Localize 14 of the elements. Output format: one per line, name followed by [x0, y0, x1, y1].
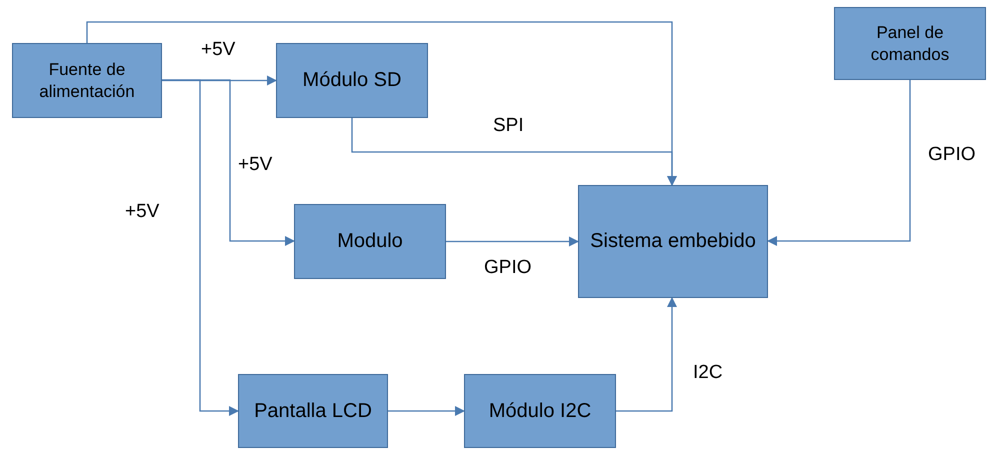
process-box: Módulo I2C [464, 374, 616, 448]
connector-arrow [388, 406, 465, 416]
process-box: Panel de comandos [834, 7, 986, 80]
process-box: Modulo [294, 204, 446, 279]
process-box: Pantalla LCD [238, 374, 388, 448]
connector-arrow [446, 236, 579, 246]
connector-arrow [162, 76, 277, 86]
connector-arrow [162, 79, 239, 416]
connector-arrow [616, 297, 677, 412]
process-box: Módulo SD [276, 43, 428, 118]
process-box: Sistema embebido [578, 185, 768, 298]
connector-arrow [351, 118, 677, 186]
connector-arrow [767, 80, 911, 246]
process-box: Fuente de alimentación [12, 43, 162, 118]
